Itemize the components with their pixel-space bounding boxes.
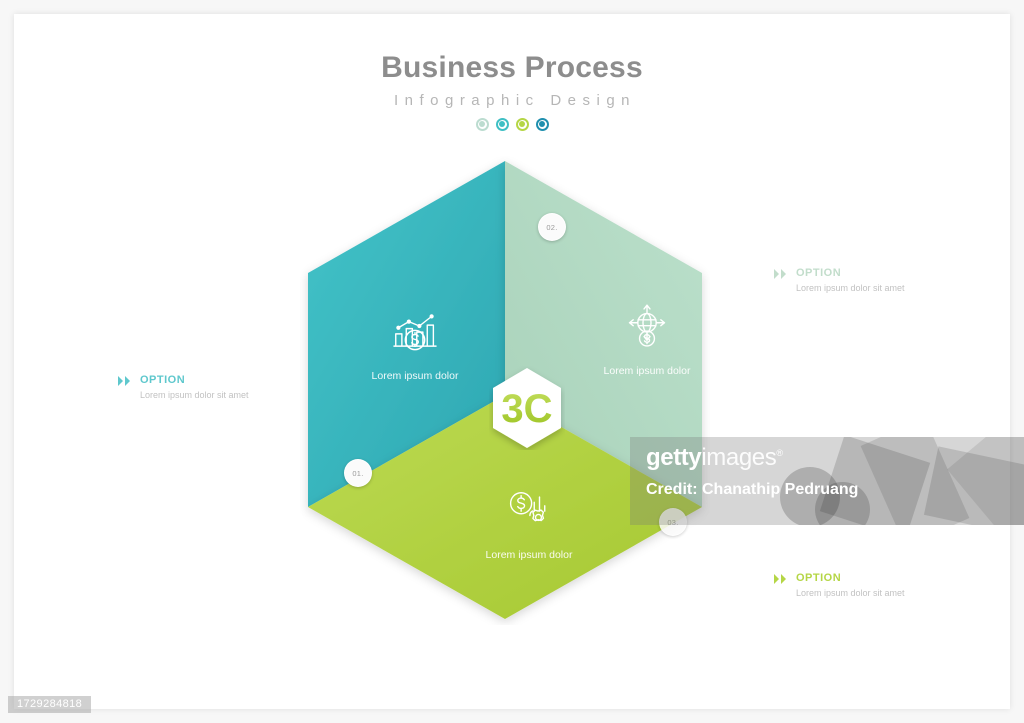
face-label-right: Lorem ipsum dolor — [603, 365, 691, 377]
option-title-1: OPTION — [140, 374, 186, 386]
face-label-bottom: Lorem ipsum dolor — [485, 549, 573, 561]
header-dot-3 — [515, 117, 529, 131]
badge-number: 3C — [501, 387, 552, 431]
face-content-left: Lorem ipsum dolor — [350, 305, 480, 384]
double-chevron-icon — [774, 269, 789, 279]
header: Business Process Infographic Design — [14, 52, 1010, 131]
center-hexagon-badge: 3C — [489, 366, 565, 450]
cube-face-right — [505, 161, 702, 507]
hexagon-cube — [300, 155, 710, 625]
page-subtitle: Infographic Design — [393, 91, 637, 109]
badge-hex-plate — [493, 368, 561, 448]
option-callout-3[interactable]: OPTION Lorem ipsum dolor sit amet — [774, 572, 934, 600]
option-desc-3: Lorem ipsum dolor sit amet — [796, 588, 905, 598]
option-callout-2[interactable]: OPTION Lorem ipsum dolor sit amet — [774, 267, 934, 295]
face-content-bottom: Lorem ipsum dolor — [464, 484, 594, 563]
option-title-2: OPTION — [796, 267, 842, 279]
globe-target-dollar-icon — [619, 300, 675, 356]
step-bubble-02[interactable]: 02. — [538, 213, 566, 241]
image-id-badge: 1729284818 — [8, 696, 92, 713]
option-title-3: OPTION — [796, 572, 842, 584]
chart-dollar-icon — [387, 305, 443, 361]
cube-face-bottom — [308, 395, 702, 619]
double-chevron-icon — [774, 574, 789, 584]
header-dot-1 — [475, 117, 489, 131]
header-dot-2 — [495, 117, 509, 131]
face-content-right: Lorem ipsum dolor — [582, 300, 712, 379]
dollar-gear-chart-icon — [501, 484, 557, 540]
option-desc-2: Lorem ipsum dolor sit amet — [796, 283, 905, 293]
double-chevron-icon — [118, 376, 133, 386]
page-title: Business Process — [381, 51, 643, 84]
option-callout-1[interactable]: OPTION Lorem ipsum dolor sit amet — [118, 374, 278, 402]
option-desc-1: Lorem ipsum dolor sit amet — [140, 390, 249, 400]
step-bubble-03[interactable]: 03. — [659, 508, 687, 536]
header-dot-4 — [535, 117, 549, 131]
step-bubble-01[interactable]: 01. — [344, 459, 372, 487]
cube-face-left — [308, 161, 505, 507]
header-dot-row — [14, 117, 1010, 131]
face-label-left: Lorem ipsum dolor — [371, 370, 459, 382]
white-sheet: Business Process Infographic Design — [14, 14, 1010, 709]
